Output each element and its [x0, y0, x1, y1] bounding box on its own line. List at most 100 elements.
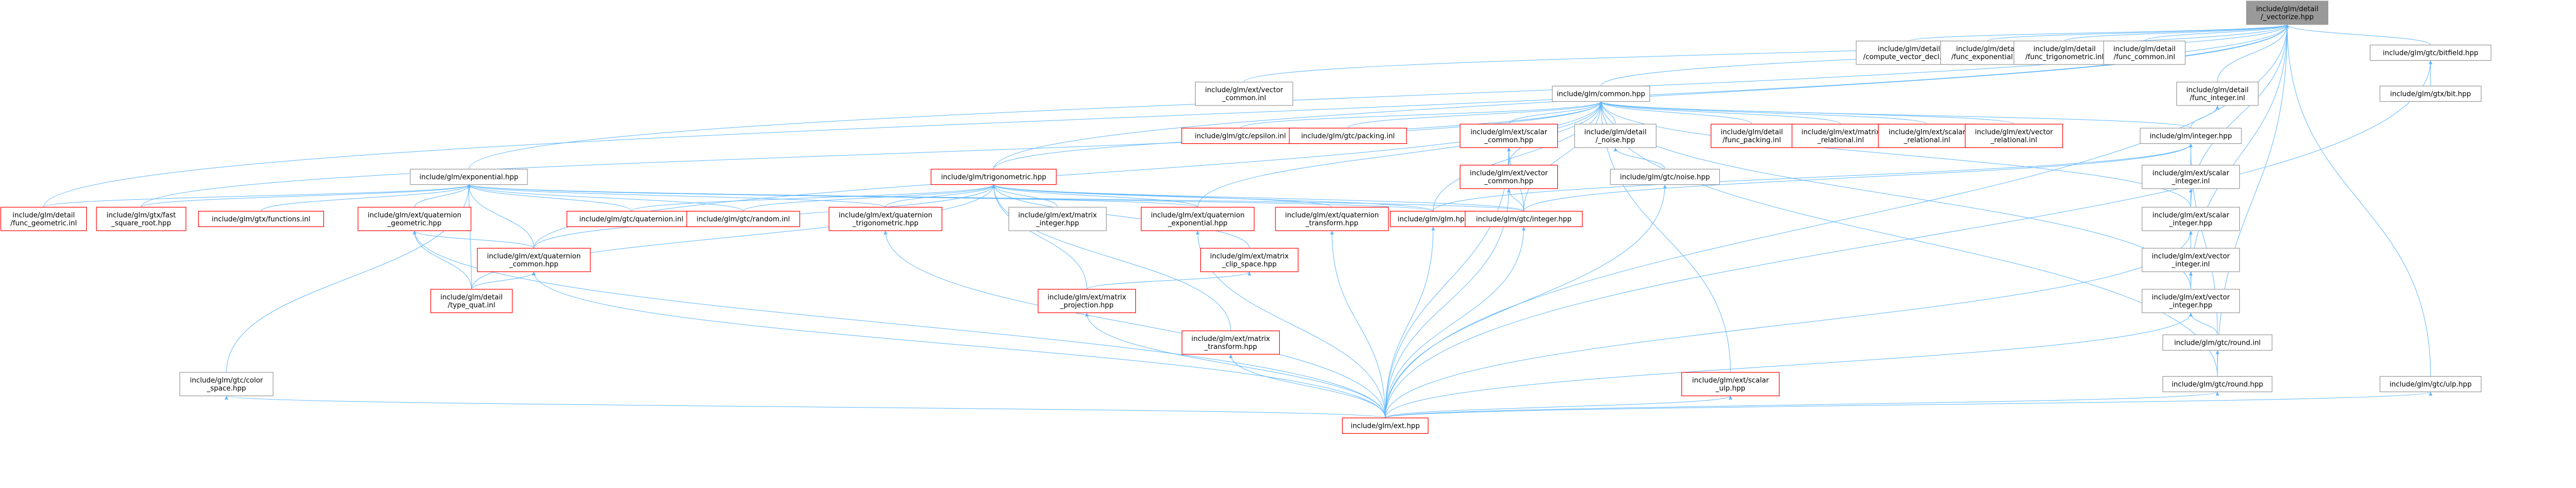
graph-node-ext-quaternion-trigonometric[interactable]: include/glm/ext/quaternion_trigonometric…: [828, 207, 942, 231]
edge-trigonometric-hpp-glm-hpp: [992, 184, 1434, 212]
edge-ext-vector-integer-hpp-ext-hpp: [1385, 312, 2193, 418]
graph-node-gtc-integer[interactable]: include/glm/gtc/integer.hpp: [1465, 210, 1583, 227]
graph-node-ext-quaternion-exponential[interactable]: include/glm/ext/quaternion_exponential.h…: [1141, 207, 1255, 231]
node-box: [686, 210, 800, 227]
graph-node-gtx-fast-square-root[interactable]: include/glm/gtx/fast_square_root.hpp: [96, 207, 186, 231]
graph-node-ext-matrix-clip-space[interactable]: include/glm/ext/matrix_clip_space.hpp: [1200, 248, 1299, 272]
graph-node-ext-scalar-integer-hpp[interactable]: include/glm/ext/scalar_integer.hpp: [2141, 207, 2240, 231]
graph-node-integer-hpp[interactable]: include/glm/integer.hpp: [2140, 127, 2242, 144]
edge-trigonometric-hpp-ext-quaternion-trigonometric: [885, 184, 996, 208]
node-label: _integer.hpp: [1036, 219, 1079, 227]
node-label: include/glm/ext/quaternion: [1151, 212, 1245, 219]
graph-node-ext-quaternion-common[interactable]: include/glm/ext/quaternion_common.hpp: [477, 248, 591, 272]
edge-vector-relational-gtc-ulp: [2285, 24, 2431, 377]
graph-node-gtc-quaternion-inl[interactable]: include/glm/gtc/quaternion.inl: [566, 210, 696, 227]
node-label: include/glm/detail: [1584, 128, 1647, 136]
graph-node-gtc-bitfield[interactable]: include/glm/gtc/bitfield.hpp: [2369, 44, 2492, 61]
graph-node-ext-scalar-ulp[interactable]: include/glm/ext/scalar_ulp.hpp: [1681, 372, 1780, 396]
graph-node-exponential-hpp[interactable]: include/glm/exponential.hpp: [410, 168, 528, 185]
edge-trigonometric-hpp-ext-matrix-clip-space: [992, 184, 1250, 249]
graph-node-ext-vector-integer-hpp[interactable]: include/glm/ext/vector_integer.hpp: [2141, 289, 2240, 313]
graph-node-gtc-ulp[interactable]: include/glm/gtc/ulp.hpp: [2379, 376, 2482, 393]
graph-node-ext-scalar-integer-inl[interactable]: include/glm/ext/scalar_integer.inl: [2141, 165, 2240, 189]
edge-vector-relational-func-exponential-inl: [1987, 24, 2289, 42]
node-box: [1275, 207, 1389, 231]
graph-node-type-quat-inl[interactable]: include/glm/detail/type_quat.inl: [430, 289, 513, 313]
node-label: include/glm/ext/vector: [1205, 86, 1283, 94]
node-label: include/glm/gtx/functions.inl: [212, 216, 310, 224]
graph-node-gtx-functions-inl[interactable]: include/glm/gtx/functions.inl: [198, 210, 324, 227]
graph-node-ext-vector-common-inl[interactable]: include/glm/ext/vector_common.inl: [1194, 82, 1294, 106]
node-box: [2176, 82, 2259, 106]
graph-node-gtc-color-space[interactable]: include/glm/gtc/color_space.hpp: [179, 372, 274, 396]
edge-ext-quaternion-geometric-type-quat-inl: [412, 230, 472, 290]
graph-node-ext-matrix-projection[interactable]: include/glm/ext/matrix_projection.hpp: [1037, 289, 1136, 313]
node-label: include/glm/ext/quaternion: [839, 212, 932, 219]
node-box: [2379, 376, 2482, 393]
graph-node-ext-matrix-integer[interactable]: include/glm/ext/matrix_integer.hpp: [1008, 207, 1107, 231]
node-label: _space.hpp: [206, 385, 246, 393]
graph-node-func-integer-inl[interactable]: include/glm/detail/func_integer.inl: [2176, 82, 2259, 106]
graph-node-func-packing-inl[interactable]: include/glm/detail/func_packing.inl: [1710, 124, 1793, 148]
edge-ext-scalar-common-ext-hpp: [1385, 147, 1511, 418]
graph-node-gtc-epsilon-inl[interactable]: include/glm/gtc/epsilon.inl: [1181, 127, 1299, 144]
node-label: include/glm/detail: [2256, 5, 2319, 13]
node-label: /_noise.hpp: [1596, 136, 1635, 144]
graph-node-ext-matrix-transform[interactable]: include/glm/ext/matrix_transform.hpp: [1181, 330, 1280, 355]
graph-node-ext-scalar-common[interactable]: include/glm/ext/scalar_common.hpp: [1459, 124, 1558, 148]
graph-node-gtc-noise[interactable]: include/glm/gtc/noise.hpp: [1610, 168, 1720, 185]
graph-node-gtc-round-hpp[interactable]: include/glm/gtc/round.hpp: [2162, 376, 2273, 393]
graph-node-ext-scalar-relational-inl[interactable]: include/glm/ext/scalar_relational.inl: [1878, 124, 1977, 148]
node-box: [1610, 168, 1720, 185]
node-label: include/glm/detail: [2034, 45, 2096, 53]
graph-node-ext-vector-integer-inl[interactable]: include/glm/ext/vector_integer.inl: [2141, 248, 2240, 272]
node-label: /_vectorize.hpp: [2261, 13, 2313, 21]
graph-node-ext-hpp[interactable]: include/glm/ext.hpp: [1342, 417, 1429, 434]
node-label: include/glm/gtc/noise.hpp: [1620, 174, 1710, 182]
node-label: _integer.hpp: [2169, 302, 2213, 310]
node-label: /func_exponential.inl: [1951, 53, 2023, 61]
edge-vector-relational-func-integer-inl: [2217, 24, 2289, 83]
node-label: _geometric.hpp: [387, 219, 441, 227]
edge-integer-hpp-gtc-integer: [1523, 143, 2193, 212]
node-label: _transform.hpp: [1204, 343, 1257, 351]
graph-node-gtc-random-inl[interactable]: include/glm/gtc/random.inl: [686, 210, 800, 227]
graph-node-ext-vector-common-hpp[interactable]: include/glm/ext/vector_common.hpp: [1459, 165, 1558, 189]
node-box: [930, 168, 1057, 185]
node-label: include/glm/ext/scalar: [2152, 212, 2230, 219]
graph-node-func-geometric-inl[interactable]: include/glm/detail/func_geometric.inl: [0, 207, 87, 231]
edge-ext-vector-common-hpp-ext-hpp: [1385, 188, 1511, 418]
graph-node-gtc-round-inl[interactable]: include/glm/gtc/round.inl: [2162, 334, 2273, 351]
graph-node-detail-noise[interactable]: include/glm/detail/_noise.hpp: [1574, 124, 1657, 148]
edge-common-hpp-ext-scalar-common: [1508, 101, 1603, 125]
graph-node-glm-hpp[interactable]: include/glm/glm.hpp: [1389, 210, 1477, 227]
edge-gtc-ulp-ext-hpp: [1385, 392, 2432, 418]
edge-trigonometric-hpp-ext-quaternion-exponential: [992, 184, 1198, 208]
graph-node-ext-matrix-relational-inl[interactable]: include/glm/ext/matrix_relational.inl: [1791, 124, 1890, 148]
node-label: _trigonometric.hpp: [852, 219, 919, 227]
graph-node-common-hpp[interactable]: include/glm/common.hpp: [1551, 85, 1651, 102]
node-label: include/glm/ext/scalar: [1692, 377, 1769, 385]
node-box: [198, 210, 324, 227]
node-label: include/glm/gtc/epsilon.inl: [1194, 133, 1286, 141]
graph-node-trigonometric-hpp[interactable]: include/glm/trigonometric.hpp: [930, 168, 1057, 185]
node-box: [179, 372, 274, 396]
node-label: _relational.inl: [1817, 136, 1864, 144]
graph-node-ext-vector-relational-inl[interactable]: include/glm/ext/vector_relational.inl: [1964, 124, 2063, 148]
node-label: _relational.inl: [1990, 136, 2037, 144]
node-box: [410, 168, 528, 185]
edge-trigonometric-hpp-ext-quaternion-transform: [992, 184, 1332, 208]
graph-node-func-trigonometric-inl[interactable]: include/glm/detail/func_trigonometric.in…: [2013, 40, 2116, 65]
node-label: /func_geometric.inl: [11, 219, 77, 227]
graph-node-func-common-inl[interactable]: include/glm/detail/func_common.inl: [2103, 40, 2186, 65]
graph-node-gtx-bit[interactable]: include/glm/gtx/bit.hpp: [2379, 85, 2482, 102]
node-label: include/glm/trigonometric.hpp: [941, 174, 1046, 182]
node-box: [2141, 248, 2240, 272]
node-label: include/glm/ext/scalar: [2152, 169, 2230, 177]
node-box: [1289, 127, 1407, 144]
edge-common-hpp-ext-scalar-integer-hpp: [1599, 101, 2191, 208]
graph-node-ext-quaternion-geometric[interactable]: include/glm/ext/quaternion_geometric.hpp: [357, 207, 472, 231]
graph-node-gtc-packing-inl[interactable]: include/glm/gtc/packing.inl: [1289, 127, 1407, 144]
node-label: _square_root.hpp: [111, 219, 171, 227]
graph-node-ext-quaternion-transform[interactable]: include/glm/ext/quaternion_transform.hpp: [1275, 207, 1389, 231]
